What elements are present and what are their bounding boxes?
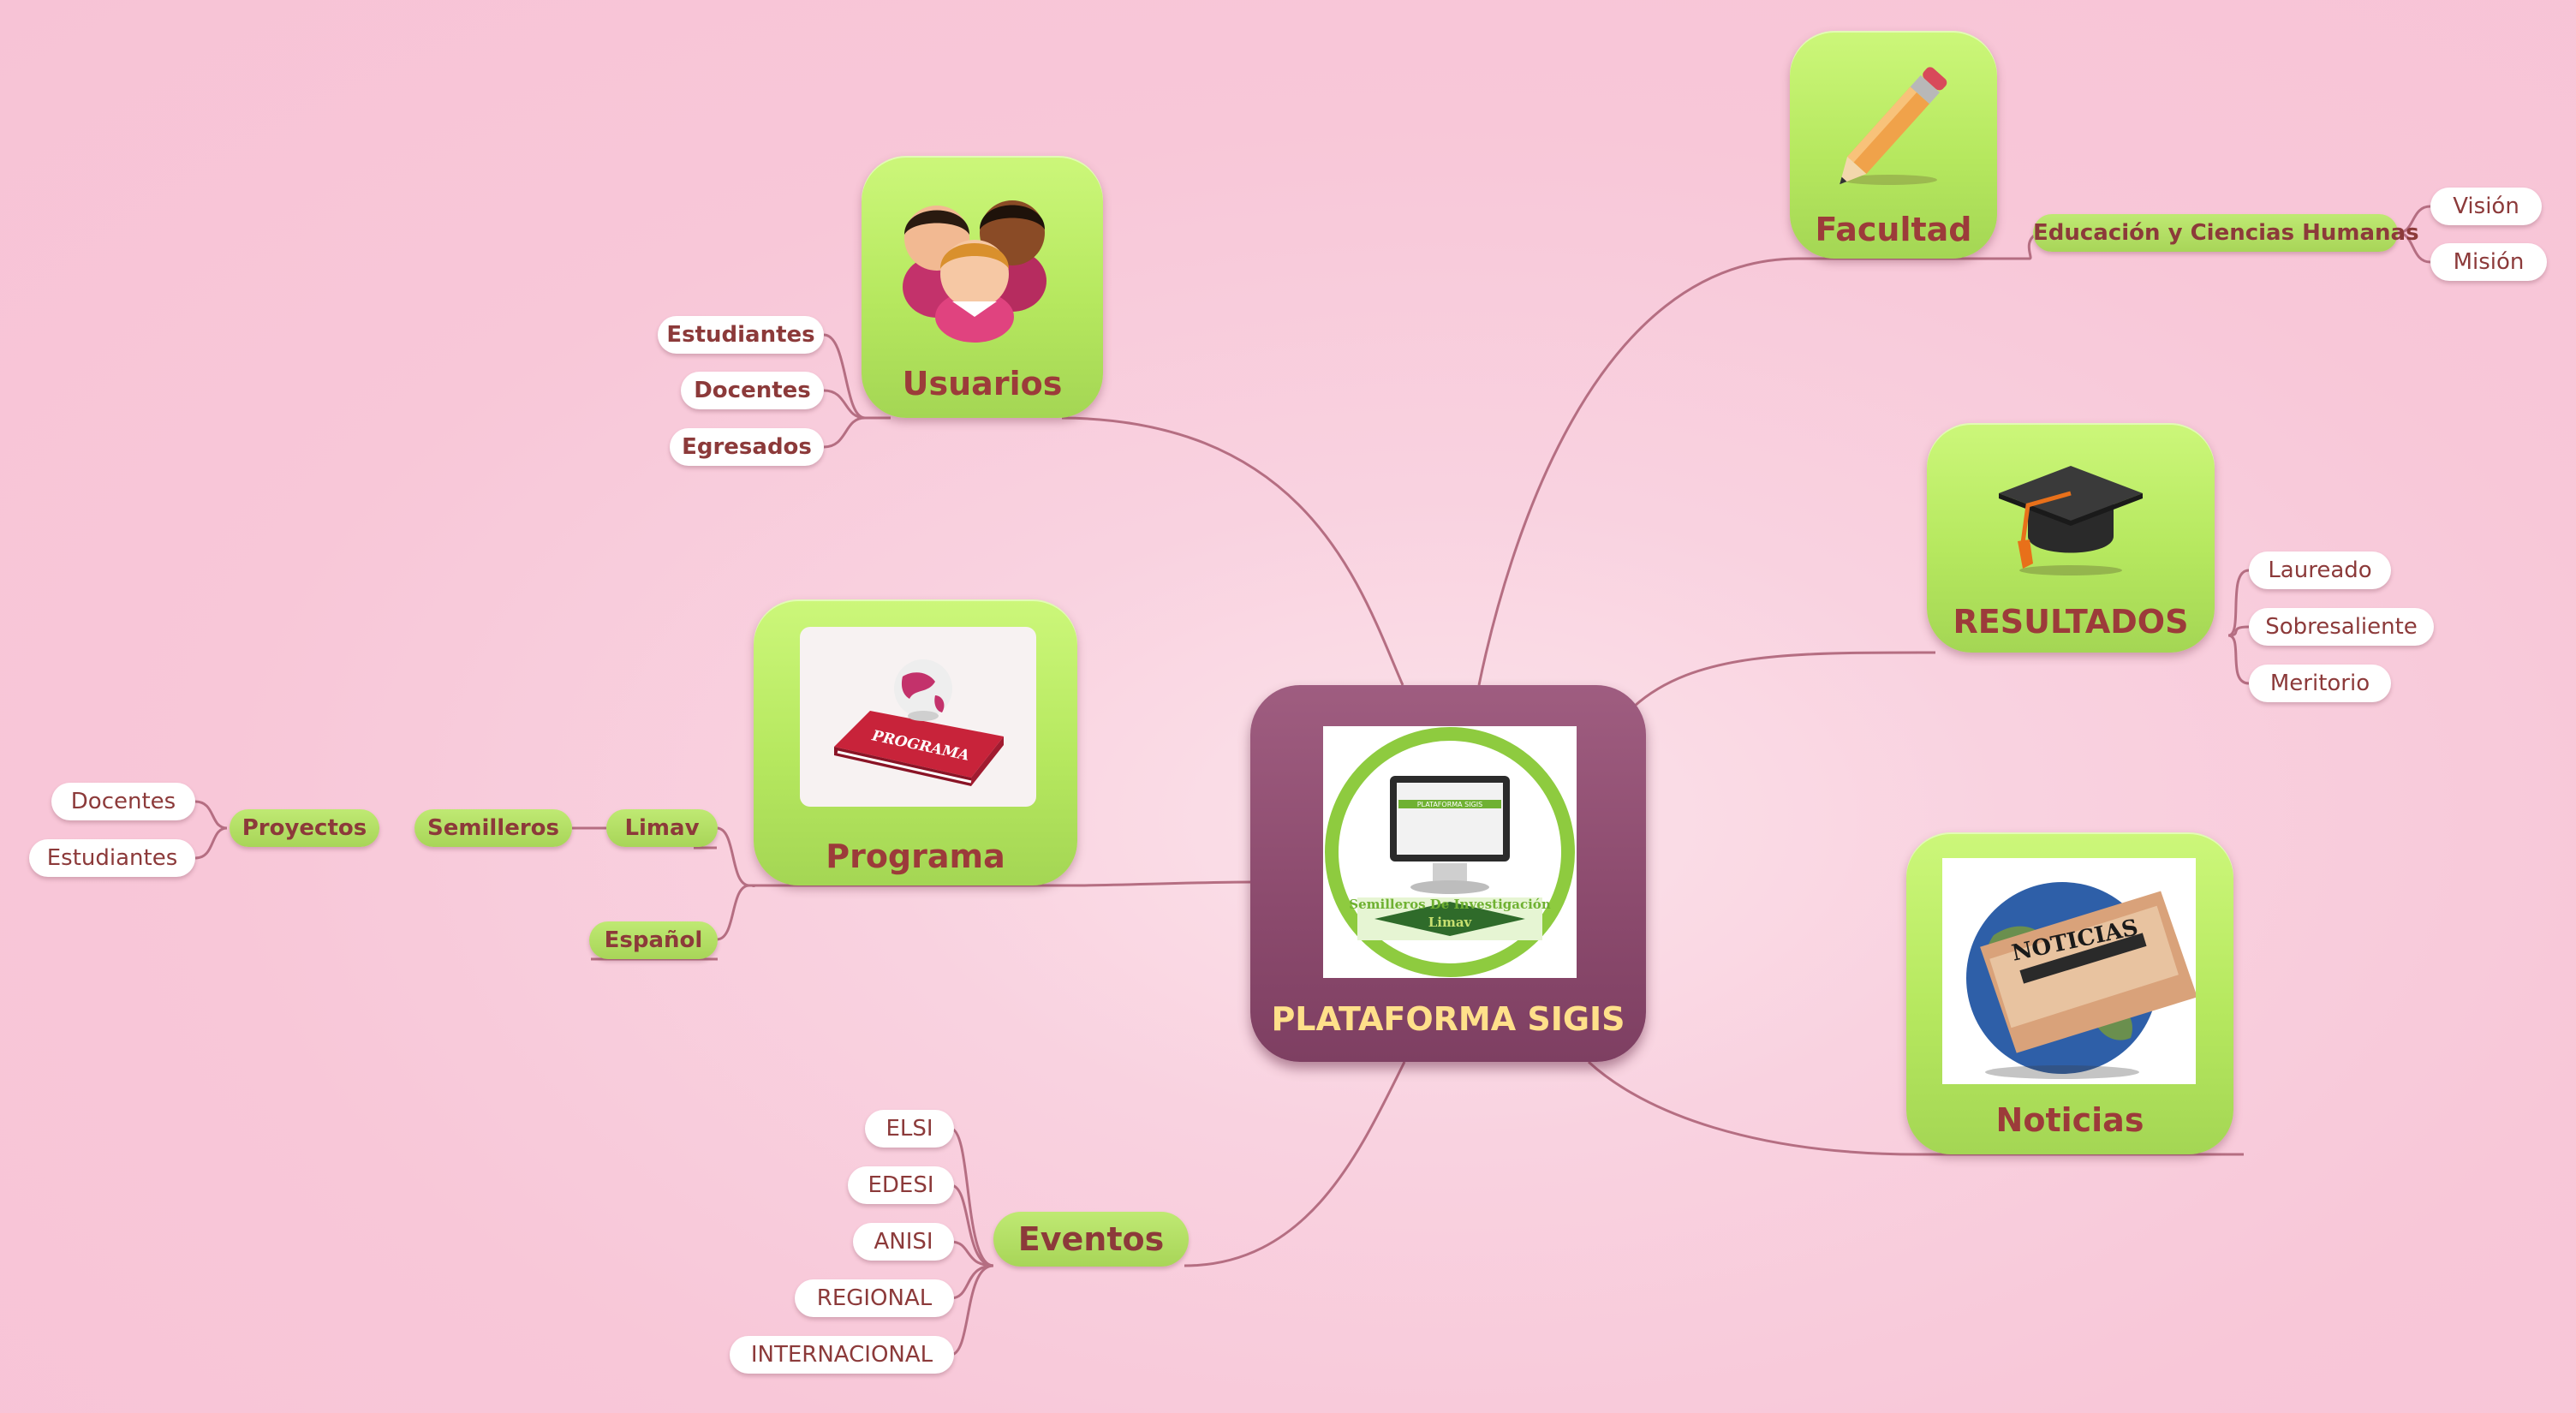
pencil-icon — [1821, 55, 1966, 195]
users-icon — [892, 180, 1064, 346]
topic-noticias[interactable]: NOTICIAS Noticias — [1906, 832, 2233, 1154]
logo-limav-text: Limav — [1428, 915, 1473, 930]
news-globe-icon: NOTICIAS — [1942, 858, 2197, 1084]
facultad-educacion[interactable]: Educación y Ciencias Humanas — [2033, 214, 2419, 252]
eventos-anisi[interactable]: ANISI — [853, 1223, 954, 1261]
eventos-regional[interactable]: REGIONAL — [795, 1279, 954, 1317]
resultados-laureado[interactable]: Laureado — [2249, 551, 2391, 589]
eventos-elsi[interactable]: ELSI — [865, 1110, 954, 1148]
usuarios-docentes[interactable]: Docentes — [681, 372, 824, 409]
proyectos-docentes[interactable]: Docentes — [51, 783, 195, 820]
topic-noticias-label: Noticias — [1995, 1101, 2144, 1139]
programa-espanol[interactable]: Español — [589, 921, 718, 959]
topic-programa[interactable]: PROGRAMA Programa — [754, 599, 1077, 885]
central-topic-label: PLATAFORMA SIGIS — [1271, 1000, 1625, 1038]
facultad-mision[interactable]: Misión — [2430, 243, 2547, 281]
sigis-logo: PLATAFORMA SIGIS Semilleros De Investiga… — [1323, 726, 1577, 978]
topic-resultados-label: RESULTADOS — [1953, 603, 2189, 641]
topic-eventos[interactable]: Eventos — [993, 1212, 1189, 1267]
programa-semilleros[interactable]: Semilleros — [414, 809, 572, 847]
programa-limav[interactable]: Limav — [606, 809, 718, 847]
topic-usuarios[interactable]: Usuarios — [862, 156, 1103, 418]
central-topic[interactable]: PLATAFORMA SIGIS Semilleros De Investiga… — [1250, 685, 1646, 1062]
usuarios-egresados[interactable]: Egresados — [670, 428, 824, 466]
eventos-edesi[interactable]: EDESI — [848, 1166, 954, 1204]
topic-programa-label: Programa — [826, 838, 1005, 875]
topic-resultados[interactable]: RESULTADOS — [1927, 423, 2215, 653]
proyectos-estudiantes[interactable]: Estudiantes — [29, 839, 195, 877]
program-book-icon: PROGRAMA — [800, 627, 1036, 807]
resultados-sobresaliente[interactable]: Sobresaliente — [2249, 608, 2434, 646]
topic-facultad[interactable]: Facultad — [1790, 31, 1997, 259]
topic-facultad-label: Facultad — [1815, 211, 1972, 248]
topic-usuarios-label: Usuarios — [902, 365, 1063, 402]
usuarios-estudiantes[interactable]: Estudiantes — [658, 316, 824, 354]
facultad-vision[interactable]: Visión — [2430, 188, 2542, 225]
programa-proyectos[interactable]: Proyectos — [230, 809, 379, 847]
logo-semilleros-text: Semilleros De Investigación — [1349, 897, 1551, 912]
graduation-cap-icon — [1994, 457, 2148, 581]
resultados-meritorio[interactable]: Meritorio — [2249, 665, 2391, 702]
logo-screen-text: PLATAFORMA SIGIS — [1417, 801, 1483, 808]
eventos-internacional[interactable]: INTERNACIONAL — [730, 1336, 954, 1374]
